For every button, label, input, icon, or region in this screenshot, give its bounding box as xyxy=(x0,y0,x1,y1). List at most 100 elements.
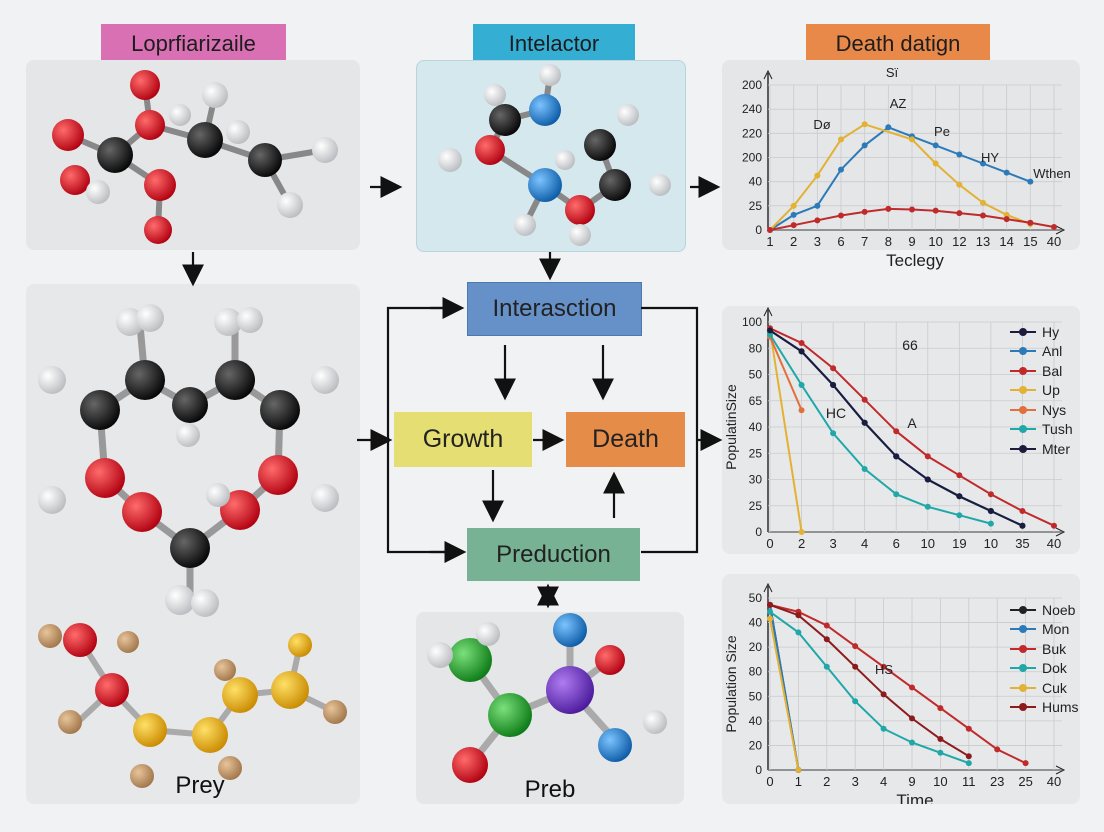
series-point xyxy=(1022,760,1029,767)
x-tick-label: 6 xyxy=(837,234,844,249)
y-tick-label: 0 xyxy=(755,763,762,777)
legend-label: Noeb xyxy=(1042,601,1076,618)
legend-swatch xyxy=(1010,444,1036,453)
x-tick-label: 4 xyxy=(880,774,887,789)
annotation: Pe xyxy=(934,124,950,139)
x-axis-label: Teclegy xyxy=(886,251,944,270)
legend-label: Mon xyxy=(1042,621,1070,638)
series-point xyxy=(861,466,868,472)
y-axis-arrow xyxy=(763,582,773,593)
y-tick-label: 40 xyxy=(749,175,763,189)
legend-label: Hums xyxy=(1042,699,1079,716)
legend-label: Mter xyxy=(1042,440,1070,457)
series-point xyxy=(798,348,805,355)
x-tick-label: 23 xyxy=(990,774,1004,789)
legend-label: Cuk xyxy=(1042,679,1067,696)
series-point xyxy=(956,493,963,500)
y-tick-label: 25 xyxy=(749,499,763,513)
series-point xyxy=(965,760,972,767)
series-point xyxy=(1003,169,1010,176)
flow-death-box: Death xyxy=(566,412,685,467)
annotation: Dø xyxy=(813,117,830,132)
series-point xyxy=(909,136,915,143)
series-point xyxy=(767,608,773,615)
series-point xyxy=(798,340,805,346)
x-tick-label: 13 xyxy=(976,234,990,249)
series-point xyxy=(852,698,859,705)
series-line-Buk xyxy=(769,603,1027,765)
series-point xyxy=(909,206,915,213)
series-point xyxy=(965,753,972,760)
flow-interaction-box: Interasction xyxy=(467,282,642,336)
y-tick-label: 0 xyxy=(755,525,762,539)
series-point xyxy=(767,327,773,334)
series-point xyxy=(795,629,802,636)
legend-swatch xyxy=(1010,366,1036,375)
annotation: HS xyxy=(875,662,893,677)
y-tick-label: 100 xyxy=(742,315,762,329)
x-tick-label: 40 xyxy=(1047,536,1061,551)
legend-label: Hy xyxy=(1042,323,1060,340)
series-point xyxy=(852,643,859,650)
title-right: Death datign xyxy=(806,24,990,64)
legend-marker xyxy=(1019,664,1027,673)
series-line-Dok xyxy=(769,610,970,765)
x-tick-label: 40 xyxy=(1047,774,1061,789)
series-point xyxy=(814,217,821,224)
x-tick-label: 7 xyxy=(861,234,868,249)
legend-marker xyxy=(1019,386,1027,395)
legend-label: Dok xyxy=(1042,660,1067,677)
label-prey: Prey xyxy=(175,772,225,799)
series-line-Bal xyxy=(769,327,1055,527)
y-tick-label: 80 xyxy=(749,341,763,355)
legend-marker xyxy=(1019,366,1027,375)
legend-entry: Mon xyxy=(1010,620,1079,640)
y-tick-label: 200 xyxy=(742,151,762,165)
x-tick-label: 0 xyxy=(766,774,773,789)
flow-growth-box: Growth xyxy=(394,412,532,467)
x-axis-label: Time xyxy=(896,791,933,804)
x-tick-label: 2 xyxy=(790,234,797,249)
legend-label: Up xyxy=(1042,382,1060,399)
legend-entry: Hy xyxy=(1010,322,1073,342)
series-point xyxy=(1003,216,1010,223)
legend-swatch xyxy=(1010,425,1036,434)
series-point xyxy=(1027,219,1034,226)
series-point xyxy=(861,419,868,426)
annotation: HC xyxy=(826,405,846,421)
series-point xyxy=(956,181,963,188)
series-point xyxy=(823,622,830,629)
x-tick-label: 2 xyxy=(798,536,805,551)
series-line-Tush xyxy=(769,334,992,525)
y-tick-label: 40 xyxy=(749,616,763,630)
series-point xyxy=(932,142,939,149)
series-point xyxy=(790,222,797,229)
y-tick-label: 200 xyxy=(742,78,762,92)
series-point xyxy=(838,136,844,143)
x-tick-label: 0 xyxy=(766,536,773,551)
legend-label: Nys xyxy=(1042,401,1067,418)
legend-entry: Hums xyxy=(1010,698,1079,718)
series-point xyxy=(880,691,887,698)
series-point xyxy=(909,715,915,722)
series-point xyxy=(798,407,805,414)
y-axis-label: PopulatinSize xyxy=(723,384,739,470)
y-tick-label: 50 xyxy=(749,368,763,382)
x-tick-label: 10 xyxy=(933,774,947,789)
series-point xyxy=(838,166,844,173)
series-point xyxy=(1019,522,1026,529)
x-tick-label: 8 xyxy=(885,234,892,249)
series-line-0 xyxy=(769,126,1031,231)
series-point xyxy=(965,725,972,732)
series-point xyxy=(767,331,773,338)
series-point xyxy=(980,160,986,167)
series-point xyxy=(885,205,892,212)
series-point xyxy=(830,382,837,388)
series-point xyxy=(823,663,830,670)
series-point xyxy=(987,491,994,498)
series-point xyxy=(790,202,797,209)
